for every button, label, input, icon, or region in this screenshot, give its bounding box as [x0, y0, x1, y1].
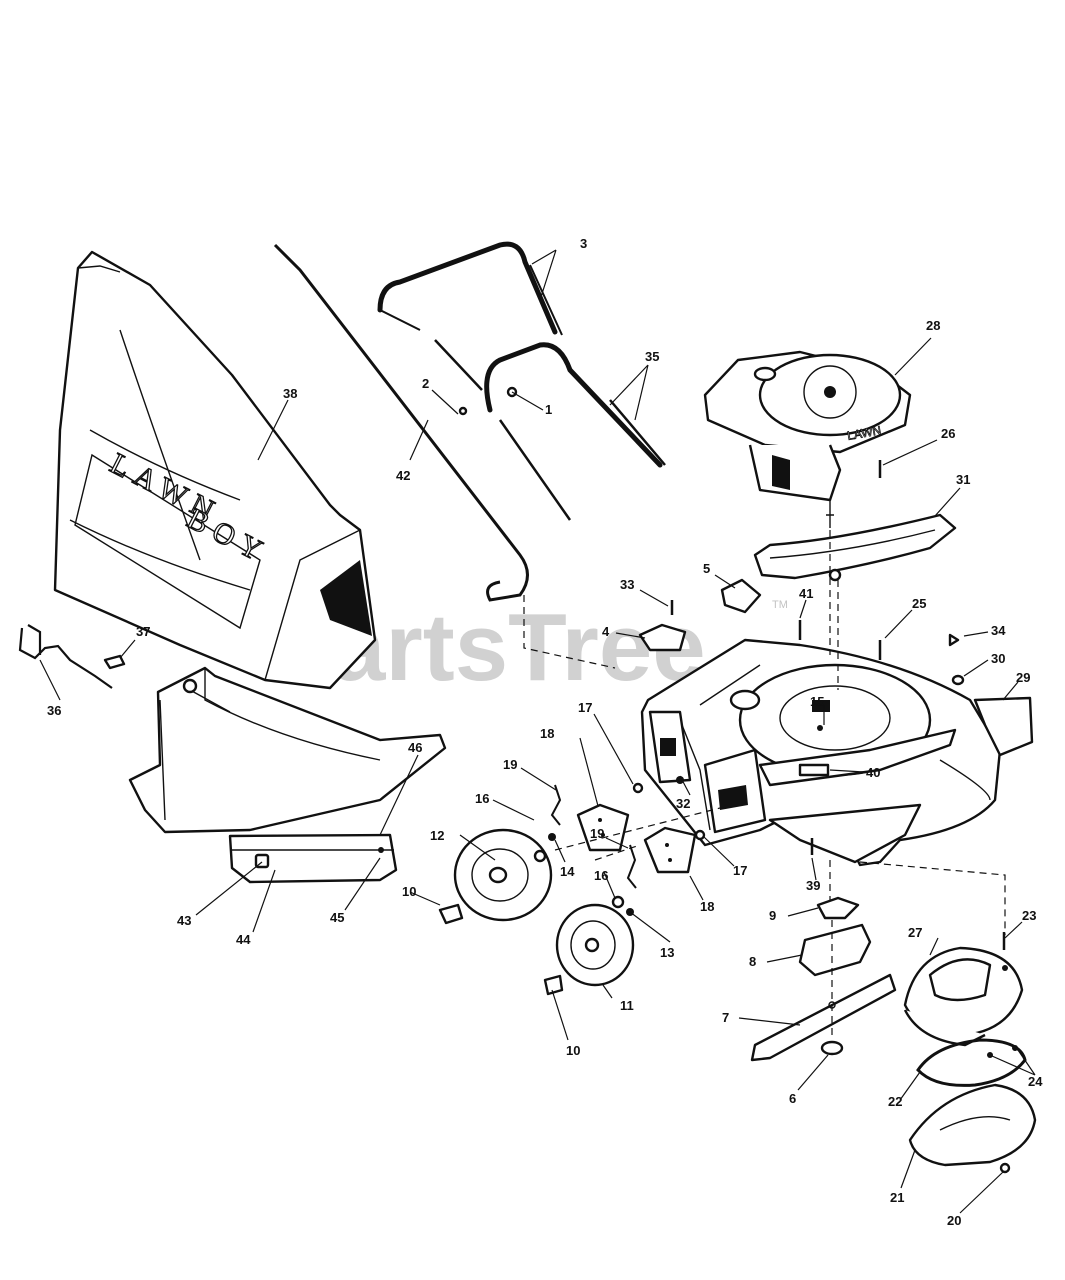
mower-deck [640, 638, 1034, 867]
rear-chute [128, 666, 447, 884]
label-19-right: 19 [590, 826, 604, 841]
label-12: 12 [430, 828, 444, 843]
assembly-guides [523, 530, 1006, 1040]
label-6: 6 [789, 1091, 796, 1106]
label-15: 15 [810, 694, 824, 709]
mulch-plate [903, 946, 1024, 1047]
label-2: 2 [422, 376, 429, 391]
bag-frame-wire [18, 624, 126, 689]
wheel-front [543, 903, 635, 996]
label-39: 39 [806, 878, 820, 893]
label-24: 24 [1028, 1074, 1043, 1089]
label-33: 33 [620, 577, 634, 592]
label-8: 8 [749, 954, 756, 969]
label-26: 26 [941, 426, 955, 441]
height-bracket-front [626, 826, 697, 889]
label-22: 22 [888, 1094, 902, 1109]
label-11: 11 [620, 998, 634, 1013]
label-28: 28 [926, 318, 940, 333]
label-40: 40 [866, 765, 880, 780]
label-17-right: 17 [733, 863, 747, 878]
grass-bag: LAWN BOY [53, 250, 377, 690]
blade-assembly [750, 896, 897, 1062]
mulch-cover [908, 1083, 1037, 1174]
label-34: 34 [991, 623, 1006, 638]
label-44: 44 [236, 932, 251, 947]
label-14: 14 [560, 864, 575, 879]
label-36: 36 [47, 703, 61, 718]
height-bracket-rear [550, 784, 630, 852]
label-21: 21 [890, 1190, 904, 1205]
label-42: 42 [396, 468, 410, 483]
label-18-left: 18 [540, 726, 554, 741]
label-38: 38 [283, 386, 297, 401]
label-13: 13 [660, 945, 674, 960]
label-5: 5 [703, 561, 710, 576]
label-29: 29 [1016, 670, 1030, 685]
baffle [753, 513, 957, 582]
label-30: 30 [991, 651, 1005, 666]
label-10-top: 10 [402, 884, 416, 899]
label-37: 37 [136, 624, 150, 639]
label-18-right: 18 [700, 899, 714, 914]
label-17-top: 17 [578, 700, 592, 715]
cover-logo: LAWN [846, 423, 882, 443]
label-23: 23 [1022, 908, 1036, 923]
label-3: 3 [580, 236, 587, 251]
label-4: 4 [602, 624, 610, 639]
mulch-gasket [916, 1038, 1027, 1087]
watermark-tm: TM [772, 599, 788, 611]
label-25: 25 [912, 596, 926, 611]
label-35: 35 [645, 349, 659, 364]
label-9: 9 [769, 908, 776, 923]
label-7: 7 [722, 1010, 729, 1025]
label-16-left: 16 [475, 791, 489, 806]
label-1: 1 [545, 402, 552, 417]
label-45: 45 [330, 910, 344, 925]
wheel-rear [438, 828, 553, 925]
label-43: 43 [177, 913, 191, 928]
label-19-left: 19 [503, 757, 517, 772]
label-32: 32 [676, 796, 690, 811]
label-27: 27 [908, 925, 922, 940]
label-31: 31 [956, 472, 970, 487]
label-46: 46 [408, 740, 422, 755]
engine-cover: LAWN [703, 350, 912, 528]
label-10-bottom: 10 [566, 1043, 580, 1058]
label-41: 41 [799, 586, 813, 601]
leader-lines [39, 249, 1036, 1214]
label-16-right: 16 [594, 868, 608, 883]
label-20: 20 [947, 1213, 961, 1228]
handle-assembly [273, 241, 666, 602]
part-labels: 3 35 1 2 42 38 28 26 31 5 33 4 41 25 34 … [47, 236, 1043, 1228]
